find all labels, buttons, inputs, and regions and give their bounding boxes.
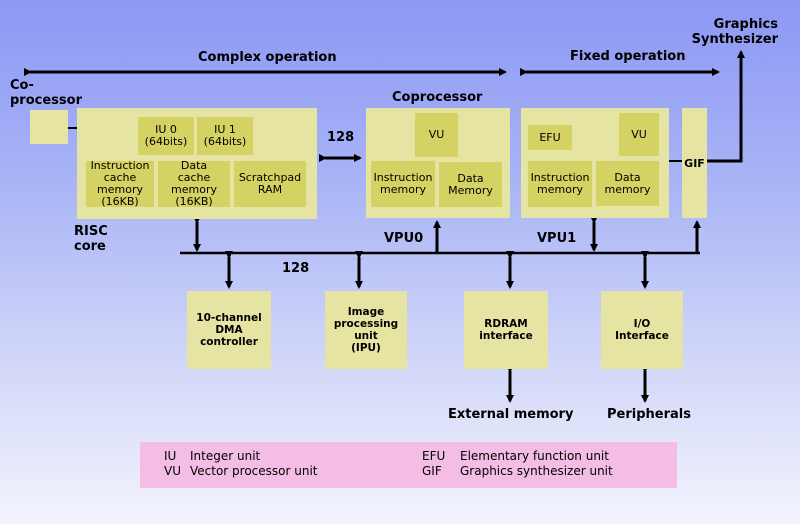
bus-width-label: 128 [282, 261, 310, 276]
legend-abbr: VU [164, 464, 181, 478]
io-interface-block: I/O Interface [601, 291, 683, 369]
vpu1-efu-block: EFU [528, 125, 572, 150]
rdram-interface-block: RDRAM interface [464, 291, 548, 369]
iu0-block: IU 0 (64bits) [138, 117, 194, 155]
legend-item: IU Integer unit [164, 449, 260, 463]
vpu1-data-memory-block: Data memory [596, 161, 659, 206]
vpu0-label: VPU0 [384, 231, 424, 246]
instruction-cache-block: Instruction cache memory (16KB) [86, 160, 154, 208]
fixed-operation-label: Fixed operation [570, 49, 686, 64]
complex-operation-label: Complex operation [198, 50, 337, 65]
legend-abbr: GIF [422, 464, 442, 478]
legend-desc: Elementary function unit [460, 449, 609, 463]
vpu1-vu-block: VU [619, 113, 659, 156]
data-cache-block: Data cache memory (16KB) [158, 160, 230, 208]
legend-item: VU Vector processor unit [164, 464, 318, 478]
legend-desc: Integer unit [190, 449, 261, 463]
vpu1-instruction-memory-block: Instruction memory [528, 161, 592, 207]
co-processor-block [30, 110, 68, 144]
ipu-block: Image processing unit (IPU) [325, 291, 407, 369]
iu1-block: IU 1 (64bits) [197, 117, 253, 155]
legend-abbr: EFU [422, 449, 446, 463]
vpu0-vu-block: VU [415, 113, 458, 157]
external-memory-label: External memory [448, 407, 574, 422]
legend: IU Integer unit VU Vector processor unit E… [140, 442, 677, 488]
gif-block: GIF [682, 108, 707, 218]
legend-desc: Vector processor unit [190, 464, 318, 478]
legend-item: EFU Elementary function unit [422, 449, 609, 463]
scratchpad-ram-block: Scratchpad RAM [234, 161, 306, 207]
vpu1-label: VPU1 [537, 231, 577, 246]
co-processor-label: Co- processor [10, 78, 82, 108]
vpu0-instruction-memory-block: Instruction memory [371, 161, 435, 207]
peripherals-label: Peripherals [607, 407, 691, 422]
graphics-synthesizer-label: Graphics Synthesizer [691, 17, 778, 47]
gif-gs-link [707, 50, 745, 163]
link-width-label: 128 [327, 130, 355, 145]
legend-desc: Graphics synthesizer unit [460, 464, 613, 478]
legend-item: GIF Graphics synthesizer unit [422, 464, 613, 478]
legend-abbr: IU [164, 449, 177, 463]
risc-core-label: RISC core [74, 224, 108, 254]
dma-controller-block: 10-channel DMA controller [187, 291, 271, 369]
coprocessor-title: Coprocessor [392, 90, 483, 105]
vpu0-data-memory-block: Data Memory [439, 162, 502, 207]
